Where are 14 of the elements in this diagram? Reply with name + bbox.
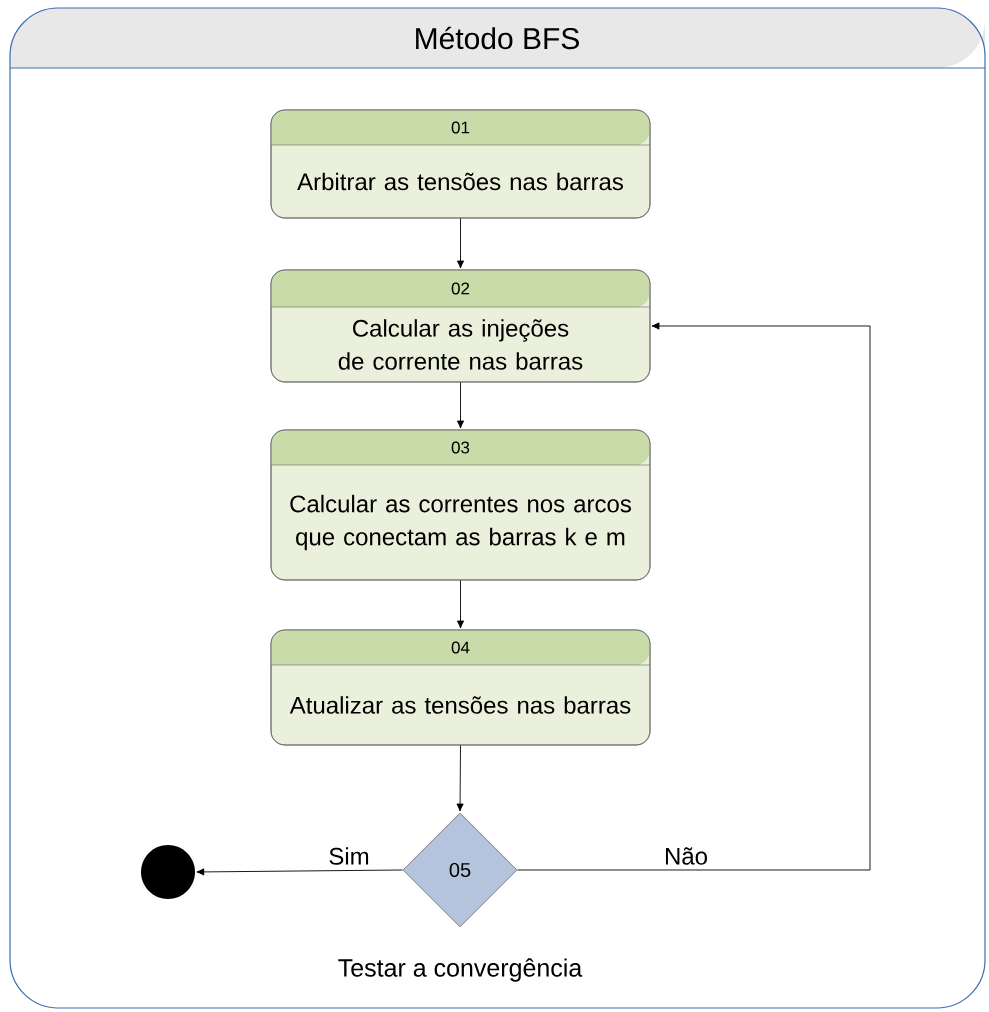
edge-label: Não <box>663 846 709 866</box>
process-box: 04 Atualizar as tensões nas barras <box>270 629 651 746</box>
arrow <box>516 322 871 871</box>
arrow <box>196 868 404 876</box>
arrow <box>456 579 465 629</box>
edge-label: Sim <box>327 846 371 866</box>
arrow <box>456 381 465 429</box>
arrow <box>456 744 464 812</box>
node-label: Testar a convergência <box>338 958 583 982</box>
end-circle <box>141 845 195 899</box>
process-box: 02 Calcular as injeções de corrente nas barras <box>270 269 651 383</box>
process-box: 01 Arbitrar as tensões nas barras <box>270 109 651 219</box>
process-box: 03 Calcular as correntes nos arcos que conectam as barras k e m <box>270 429 651 581</box>
arrow <box>456 217 465 269</box>
